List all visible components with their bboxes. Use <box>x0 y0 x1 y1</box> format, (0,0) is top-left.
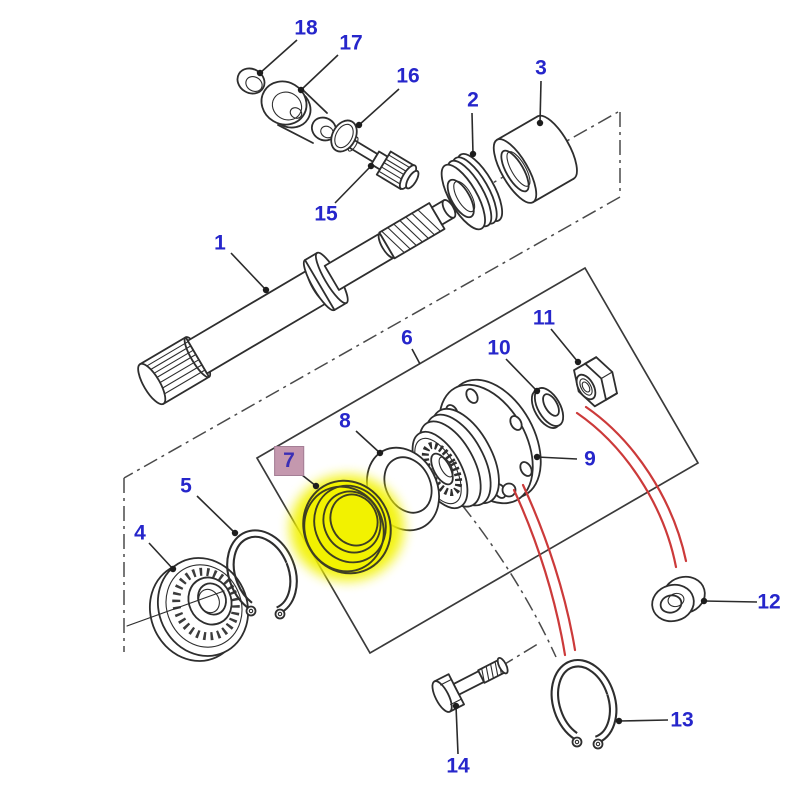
part-circlip-5 <box>226 529 298 620</box>
callout-18: 18 <box>294 16 318 40</box>
part-circlip-13 <box>550 658 618 750</box>
leader-lines <box>148 39 758 755</box>
callout-12: 12 <box>757 590 781 614</box>
part-bolt-14 <box>431 657 509 713</box>
callout-6: 6 <box>401 326 413 350</box>
leader-1 <box>230 252 267 291</box>
leader-11 <box>550 328 579 363</box>
leader-9 <box>536 456 578 460</box>
part-bush-3 <box>492 114 578 204</box>
callout-9: 9 <box>584 447 596 471</box>
callout-10: 10 <box>487 336 511 360</box>
part-drive-shaft-1 <box>137 199 457 406</box>
part-seal-2 <box>440 153 504 231</box>
leader-12 <box>703 600 758 603</box>
callout-17: 17 <box>339 31 363 55</box>
leader-17 <box>300 54 339 91</box>
leader-4 <box>148 542 174 570</box>
leader-15 <box>334 165 372 204</box>
leader-14 <box>455 705 459 755</box>
part-coupling-17 <box>260 80 338 144</box>
callout-14: 14 <box>446 754 470 778</box>
leader-2 <box>471 112 474 155</box>
callout-1: 1 <box>214 231 226 255</box>
leader-18 <box>259 39 298 74</box>
bearing-axis-pointer <box>126 590 225 627</box>
callout-11: 11 <box>532 306 556 330</box>
callout-8: 8 <box>339 409 351 433</box>
callout-4: 4 <box>134 521 146 545</box>
leader-10 <box>505 358 538 392</box>
leader-5 <box>196 495 236 534</box>
leader-16 <box>358 88 400 126</box>
callout-13: 13 <box>670 708 694 732</box>
leader-13 <box>618 719 669 722</box>
part-kit-box-6 <box>255 266 700 655</box>
part-seal-7-highlighted <box>290 475 404 581</box>
callout-2: 2 <box>467 88 479 112</box>
leader-3 <box>539 80 542 124</box>
callout-5: 5 <box>180 474 192 498</box>
callout-15: 15 <box>314 202 338 226</box>
leader-8 <box>355 430 381 454</box>
part-bearing-4 <box>148 557 250 662</box>
part-stub-shaft-15 <box>344 136 420 190</box>
part-ring-16 <box>330 119 358 153</box>
part-nut-11 <box>573 356 618 408</box>
part-hub-flange-9 <box>411 378 542 510</box>
callout-16: 16 <box>396 64 420 88</box>
red-pointer-lines <box>512 405 688 657</box>
part-washer-12 <box>651 575 706 623</box>
leader-6 <box>411 348 421 365</box>
callout-7-highlighted: 7 <box>274 446 304 476</box>
callout-3: 3 <box>535 56 547 80</box>
